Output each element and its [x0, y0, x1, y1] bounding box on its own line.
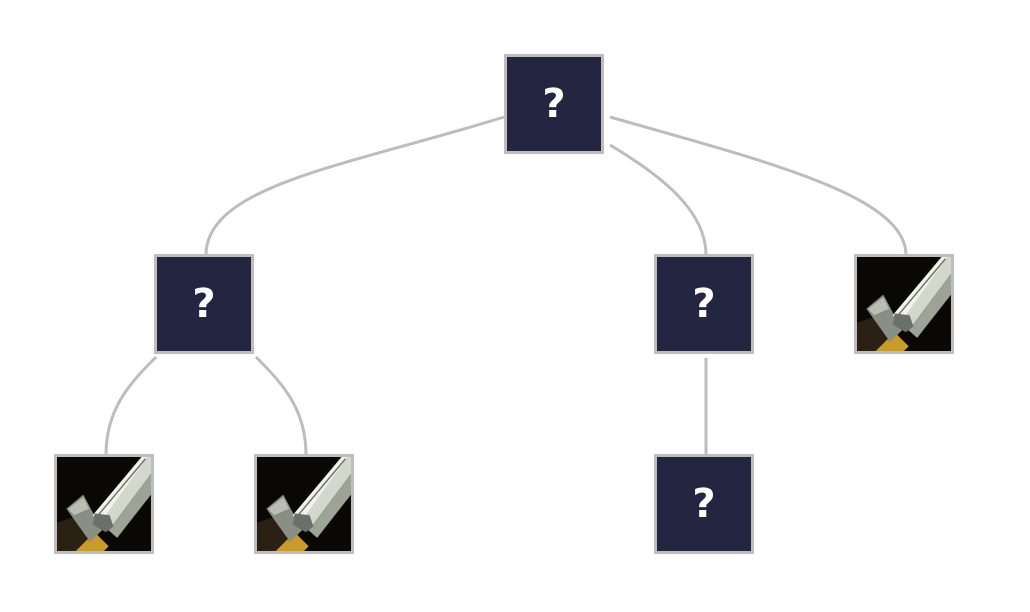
edge-left-to-leaf-2 [254, 355, 308, 456]
edge-root-to-middle [609, 143, 708, 256]
sword-icon [57, 457, 151, 551]
question-mark-icon: ? [192, 281, 216, 327]
sword-icon [857, 257, 951, 351]
question-mark-icon: ? [692, 281, 716, 327]
leaf-item-node-1[interactable] [54, 454, 154, 554]
edge-root-to-left [204, 115, 505, 256]
left-child-node[interactable]: ? [154, 254, 254, 354]
question-mark-icon: ? [542, 81, 566, 127]
edge-left-to-leaf-1 [104, 355, 158, 456]
middle-child-node[interactable]: ? [654, 254, 754, 354]
right-child-item-node[interactable] [854, 254, 954, 354]
leaf-unknown-node[interactable]: ? [654, 454, 754, 554]
question-mark-icon: ? [692, 481, 716, 527]
sword-icon [257, 457, 351, 551]
edge-root-to-right [609, 115, 908, 256]
root-node[interactable]: ? [504, 54, 604, 154]
leaf-item-node-2[interactable] [254, 454, 354, 554]
